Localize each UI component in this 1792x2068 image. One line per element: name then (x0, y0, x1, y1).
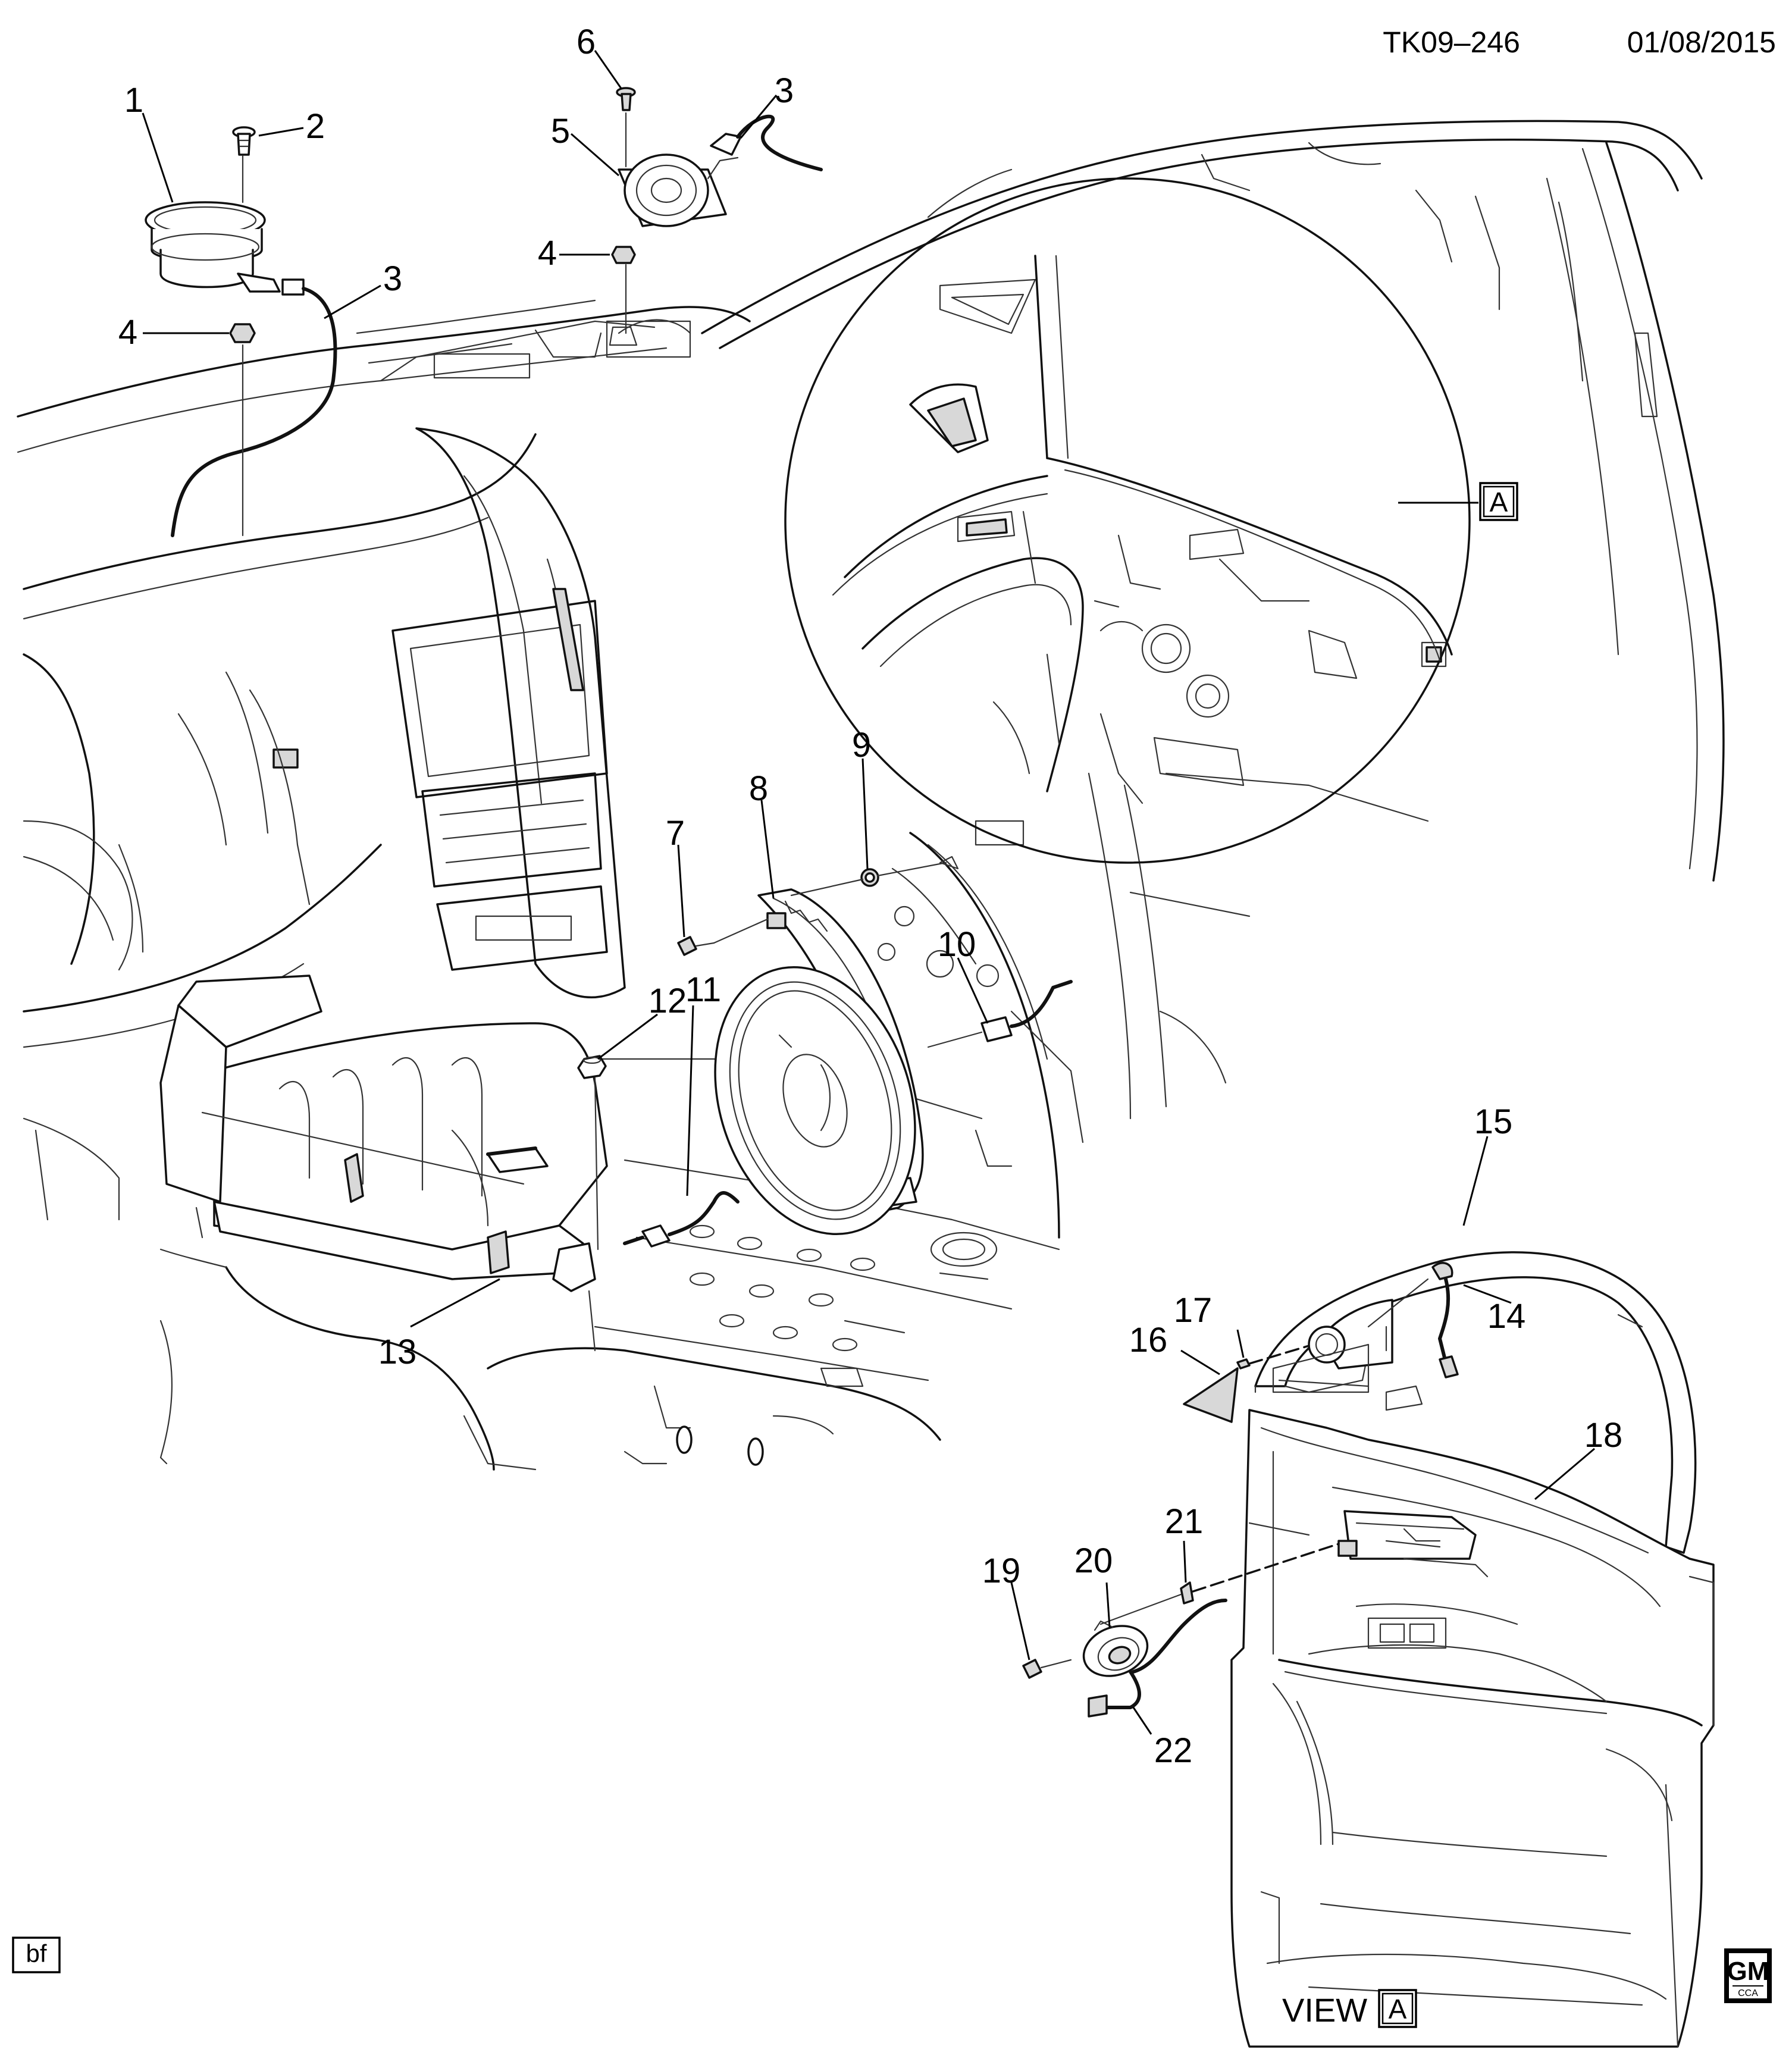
view-a-label: VIEW A (1282, 1989, 1417, 2029)
callout-8: 8 (749, 769, 768, 808)
diagram-header: TK09–246 01/08/2015 (1383, 26, 1776, 59)
detail-a-letter: A (1490, 487, 1508, 518)
callout-3-left: 3 (383, 259, 402, 298)
callout-9: 9 (852, 726, 871, 764)
part-13-amplifier-box (159, 975, 608, 1352)
callout-14: 14 (1487, 1297, 1526, 1336)
part-4-nut-left (229, 323, 256, 343)
callout-10: 10 (938, 925, 976, 964)
callout-16: 16 (1129, 1321, 1168, 1359)
part-18-door-panel (1230, 1409, 1715, 2048)
part-3-wiring-top (710, 114, 823, 171)
callout-7: 7 (666, 814, 685, 853)
author-tag: bf (12, 1937, 61, 1973)
part-4-nut-top (611, 246, 636, 264)
part-7-screw (677, 936, 715, 956)
callout-13: 13 (378, 1333, 417, 1371)
callout-3-top: 3 (775, 71, 794, 110)
callout-2: 2 (306, 107, 325, 146)
callout-leaders (142, 50, 1595, 1735)
callout-19: 19 (982, 1552, 1021, 1590)
part-6-screw (616, 87, 636, 111)
detail-circle-a (784, 177, 1471, 864)
callout-12: 12 (648, 982, 687, 1020)
gm-logo: GM CCA (1724, 1948, 1772, 2003)
callout-11: 11 (685, 970, 721, 1009)
callout-20: 20 (1074, 1541, 1113, 1580)
part-9-clip (860, 868, 879, 887)
part-5-speaker (618, 153, 739, 227)
door-trim-view-a (1022, 1251, 1715, 2048)
part-22-harness (1088, 1599, 1227, 1718)
callout-21: 21 (1165, 1502, 1204, 1541)
view-label-letter: A (1389, 1994, 1407, 2025)
part-21-clip (1180, 1581, 1194, 1605)
view-label-text: VIEW (1282, 1991, 1367, 2029)
part-3-wiring-left (171, 287, 337, 537)
gm-logo-subtext: CCA (1738, 1988, 1758, 1998)
callout-5: 5 (551, 112, 570, 151)
callout-labels: 1 2 3 3 4 4 5 6 7 8 9 10 11 12 13 14 15 … (118, 23, 1622, 1770)
part-20-tweeter (1082, 1620, 1149, 1677)
callout-15: 15 (1474, 1102, 1513, 1141)
part-15-trim (1254, 1251, 1697, 1554)
part-8-speaker (714, 966, 916, 1236)
callout-4-top: 4 (538, 234, 557, 272)
callout-1: 1 (124, 81, 143, 120)
part-16-grille (1183, 1367, 1239, 1423)
part-14-tweeter-harness (1431, 1262, 1459, 1378)
part-19-screw (1022, 1659, 1072, 1679)
callout-4-left: 4 (118, 313, 137, 352)
diagram-code: TK09–246 (1383, 26, 1520, 59)
part-10-connector (927, 980, 1073, 1048)
diagram-date: 01/08/2015 (1627, 26, 1776, 59)
part-2-screw (232, 126, 256, 156)
callout-6: 6 (577, 23, 596, 61)
part-1-speaker (145, 201, 305, 296)
callout-18: 18 (1584, 1416, 1623, 1455)
part-17-clip (1236, 1358, 1251, 1370)
callout-22: 22 (1154, 1731, 1193, 1770)
vehicle-interior-line-art (17, 87, 1725, 1471)
detail-a-label: A (1479, 482, 1518, 521)
part-11-harness (623, 1191, 740, 1248)
author-tag-text: bf (26, 1939, 46, 1967)
part-12-nut (577, 1055, 607, 1079)
gm-logo-text: GM (1727, 1957, 1769, 1986)
callout-17: 17 (1174, 1291, 1213, 1330)
